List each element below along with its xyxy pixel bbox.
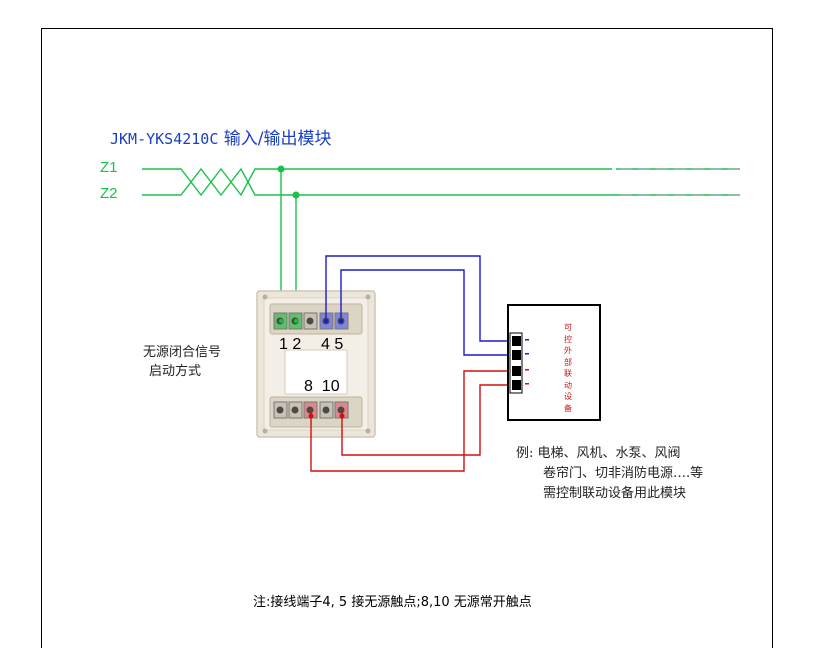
device-terminals [512,336,521,390]
wire-terminal-5 [340,269,513,356]
start-mode-note: 无源闭合信号 启动方式 [143,343,221,381]
start-mode-line-2: 启动方式 [149,364,202,379]
io-module [256,290,376,438]
device-terminal-block [509,332,523,394]
terminal-label-passive: 8 10 [304,378,340,395]
device-label: 可控外部联动设备 [564,323,572,413]
mounting-screws [262,294,371,434]
wire-end-dots [279,319,345,419]
device-examples: 例: 电梯、风机、水泵、风阀 卷帘门、切非消防电源….等 需控制联动设备用此模块 [516,444,703,504]
drawing-frame [41,28,773,648]
bus-lines [142,167,740,318]
module-center-opening [284,349,348,395]
bus-label-z1: Z1 [100,159,118,176]
terminal-label-bus: 1 2 [279,336,302,353]
passive-wires [310,370,513,472]
controlled-device [507,304,601,421]
diagram-title: JKM-YKS4210C 输入/输出模块 [110,124,332,149]
example-line-2: 卷帘门、切非消防电源….等 [543,466,704,481]
wire-terminal-8 [310,370,513,472]
example-line-3: 需控制联动设备用此模块 [543,486,687,501]
model-code: JKM-YKS4210C [110,130,219,148]
module-name: 输入/输出模块 [223,129,332,149]
device-terminal-marks-red [525,369,529,385]
twisted-pair-a [168,167,740,197]
device-terminal-marks-blue [525,339,529,355]
bus-junctions [277,165,300,199]
bus-label-z2: Z2 [100,185,118,202]
terminal-label-contact: 4 5 [321,336,344,353]
twisted-pair-b [168,167,740,197]
z2-junction-dot [292,191,300,199]
wiring-footnote: 注:接线端子4, 5 接无源触点;8,10 无源常开触点 [253,595,532,610]
top-terminals [273,312,349,330]
device-box [507,304,601,421]
contact-wires [325,255,513,356]
wire-terminal-4 [325,255,513,342]
wire-terminal-10 [341,384,513,456]
z1-junction-dot [277,165,285,173]
start-mode-line-1: 无源闭合信号 [143,345,222,360]
line-continuation-dashes [620,168,740,196]
example-line-1: 例: 电梯、风机、水泵、风阀 [516,446,681,461]
